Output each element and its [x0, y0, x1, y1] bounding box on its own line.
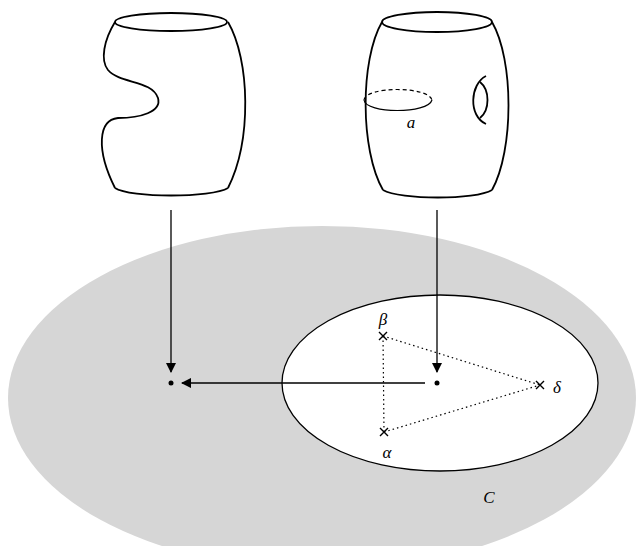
cycle-loop [364, 90, 432, 111]
point-label: δ [553, 379, 561, 396]
fiber-arrow [170, 210, 171, 372]
point-dot [169, 381, 174, 386]
curve-label: C [483, 489, 494, 506]
cross-marks [379, 332, 544, 436]
map-arrow [182, 382, 425, 383]
point-label: α [383, 444, 392, 461]
cycle-label: a [407, 114, 416, 131]
pinched-surface [102, 13, 245, 196]
dotted-triangle [383, 336, 540, 432]
ground-region [8, 226, 636, 546]
point-label: β [379, 311, 387, 328]
handle-surface [366, 12, 509, 198]
fiber-arrow [436, 210, 437, 372]
point-dot [435, 381, 440, 386]
